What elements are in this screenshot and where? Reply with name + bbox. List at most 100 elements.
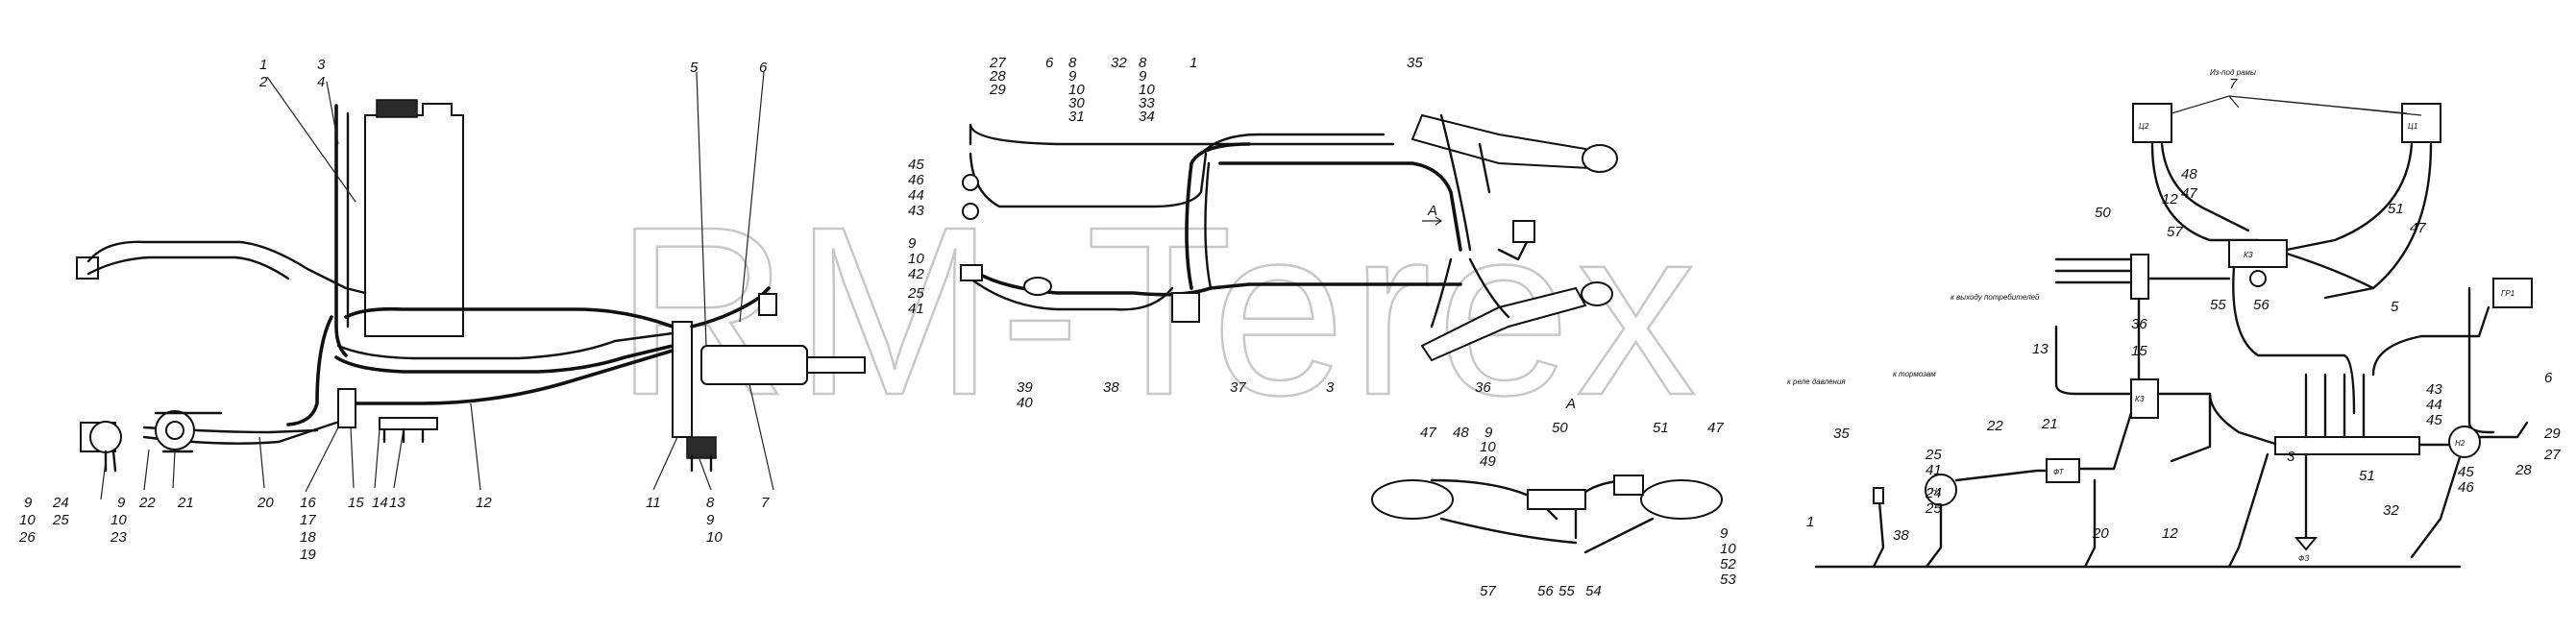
label-29: 29 xyxy=(989,82,1006,98)
valve-k3-mid xyxy=(2130,378,2159,419)
comp-ft: ФТ xyxy=(2053,468,2065,476)
label-10m: 10 xyxy=(1068,82,1085,98)
sch-line-47a xyxy=(2150,142,2260,242)
label-57d: 57 xyxy=(1480,583,1496,599)
label-15: 15 xyxy=(348,495,364,511)
left-fitting xyxy=(76,256,99,280)
detail-hose-4 xyxy=(1583,517,1655,554)
valve-43 xyxy=(962,203,979,220)
s-label-51: 51 xyxy=(2388,201,2404,217)
s-label-43: 43 xyxy=(2426,381,2442,398)
label-46: 46 xyxy=(908,172,924,188)
sch-line-47b xyxy=(2323,142,2433,300)
distributor-bottom xyxy=(2274,436,2420,455)
filter-ft xyxy=(2046,458,2080,483)
s-label-27: 27 xyxy=(2543,447,2561,463)
s-label-28: 28 xyxy=(2515,462,2532,478)
pump-left-outlet xyxy=(104,450,117,473)
line-1b xyxy=(1204,161,1213,290)
distributor-risers xyxy=(2304,373,2366,439)
comp-k3-top: КЗ xyxy=(2244,251,2253,259)
block-50 xyxy=(2130,254,2149,300)
label-56d: 56 xyxy=(1537,583,1554,599)
label-14: 14 xyxy=(372,495,388,511)
label-24: 24 xyxy=(52,495,69,511)
distributor-block xyxy=(337,388,356,428)
line-33 xyxy=(1218,161,1462,252)
schematic xyxy=(1814,95,2533,569)
label-25a: 25 xyxy=(52,512,69,528)
s-label-46: 46 xyxy=(2458,479,2474,496)
s-label-12b: 12 xyxy=(2162,525,2178,542)
label-12: 12 xyxy=(476,495,492,511)
label-40: 40 xyxy=(1017,395,1033,411)
line-15 xyxy=(2156,392,2212,463)
line-n2-out xyxy=(2478,421,2529,439)
s-label-7: 7 xyxy=(2229,76,2238,92)
block-gr1 xyxy=(2492,278,2533,308)
label-55d: 55 xyxy=(1558,583,1575,599)
leaders-left xyxy=(100,71,774,500)
label-53: 53 xyxy=(1720,572,1736,588)
s-label-24: 24 xyxy=(1925,485,1942,501)
label-10a: 10 xyxy=(19,512,36,528)
s-label-20: 20 xyxy=(2092,525,2109,542)
label-27: 27 xyxy=(989,55,1006,71)
label-50d: 50 xyxy=(1552,420,1568,436)
label-16: 16 xyxy=(300,495,316,511)
main-line-4 xyxy=(344,349,675,405)
line-5 xyxy=(2371,305,2490,377)
label-26: 26 xyxy=(18,529,36,546)
line-12c xyxy=(2208,392,2277,446)
line-1s xyxy=(1872,488,1885,569)
line-21-out xyxy=(2077,411,2133,471)
label-9d: 9 xyxy=(1484,425,1493,441)
s-label-29: 29 xyxy=(2543,426,2561,442)
s-label-32: 32 xyxy=(2383,502,2399,519)
label-9m3: 9 xyxy=(908,235,917,252)
label-10d2: 10 xyxy=(1720,541,1736,557)
comp-k3-mid: КЗ xyxy=(2135,395,2145,403)
s-label-48: 48 xyxy=(2181,166,2197,183)
s-label-12: 12 xyxy=(2162,191,2178,207)
s-label-6: 6 xyxy=(2544,370,2553,386)
s-label-1: 1 xyxy=(1806,514,1814,530)
fitting-35 xyxy=(1873,487,1884,504)
line-left-2 xyxy=(86,256,290,280)
label-9c: 9 xyxy=(706,512,715,528)
s-label-36: 36 xyxy=(2131,316,2147,332)
fitting-9 xyxy=(960,264,983,281)
s-label-25: 25 xyxy=(1925,447,1942,463)
label-8: 8 xyxy=(706,495,715,511)
label-3m: 3 xyxy=(1326,379,1335,396)
comp-c1: Ц1 xyxy=(2408,122,2417,131)
label-10c: 10 xyxy=(706,529,723,546)
label-13: 13 xyxy=(389,495,405,511)
detail-fitting xyxy=(1613,475,1644,496)
line-38s xyxy=(1925,503,1943,569)
arrow-marker-a: A xyxy=(1427,203,1437,219)
main-line-3 xyxy=(336,331,675,360)
s-label-15: 15 xyxy=(2131,343,2147,359)
label-37: 37 xyxy=(1230,379,1246,396)
detail-block xyxy=(1527,489,1586,510)
label-47a: 47 xyxy=(1420,425,1436,441)
line-12b xyxy=(2285,252,2375,290)
label-49: 49 xyxy=(1480,453,1496,470)
label-42: 42 xyxy=(908,266,924,282)
label-3: 3 xyxy=(317,57,326,73)
comp-n2: Н2 xyxy=(2455,439,2466,448)
note-3: к тормозам xyxy=(1893,370,1936,378)
cylinder-35 xyxy=(1411,113,1592,170)
label-18: 18 xyxy=(300,529,316,546)
label-9b: 9 xyxy=(117,495,126,511)
label-9d2: 9 xyxy=(1720,525,1729,542)
label-23: 23 xyxy=(110,529,127,546)
filter-39 xyxy=(1023,277,1052,296)
label-9m2: 9 xyxy=(1139,68,1147,85)
main-line-2 xyxy=(334,344,675,374)
line-6s xyxy=(2467,286,2495,434)
line-37 xyxy=(969,267,1462,297)
